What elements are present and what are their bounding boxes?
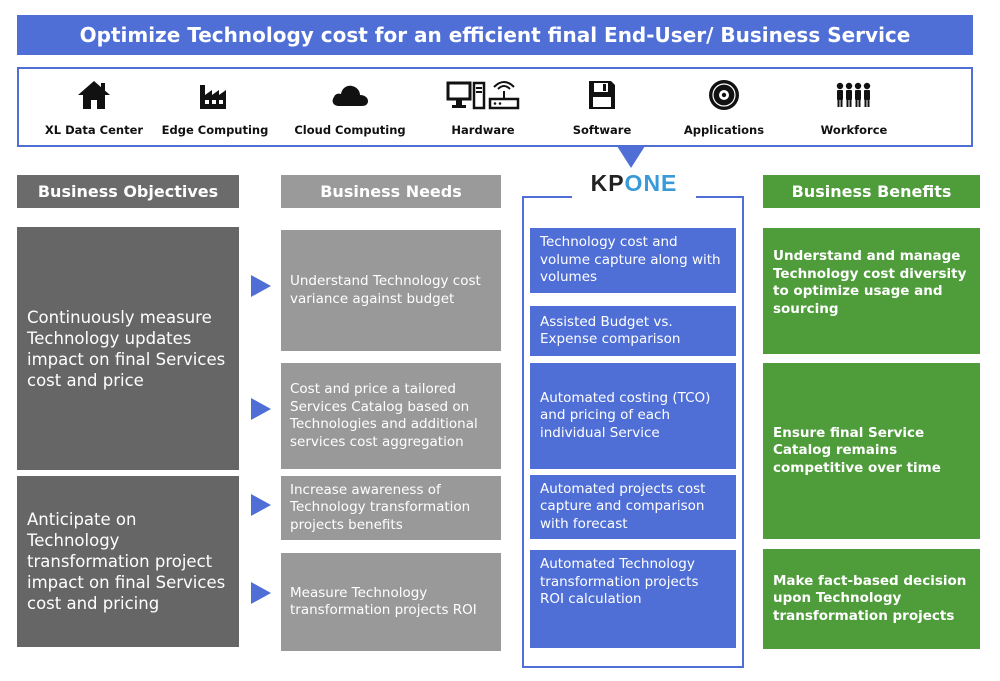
hardware-icon	[446, 77, 520, 113]
tech-item-xl-data-center: XL Data Center	[29, 77, 159, 137]
kpone-feature-box: Technology cost and volume capture along…	[530, 228, 736, 293]
header-label: Business Objectives	[37, 182, 219, 201]
benefit-box: Ensure final Service Catalog remains com…	[763, 363, 980, 539]
house-icon	[76, 77, 112, 113]
arrow-right-icon	[251, 275, 271, 297]
tech-item-applications: Applications	[659, 77, 789, 137]
kpone-feature-text: Assisted Budget vs. Expense comparison	[540, 313, 681, 348]
people-icon	[835, 77, 873, 113]
benefit-text: Make fact-based decision upon Technology…	[773, 572, 967, 624]
objective-text: Anticipate on Technology transformation …	[27, 510, 226, 613]
kpone-feature-text: Automated projects cost capture and comp…	[540, 480, 706, 532]
logo-text-ne: NE	[643, 170, 678, 196]
logo-text-o: O	[624, 170, 644, 196]
kpone-feature-box: Automated projects cost capture and comp…	[530, 475, 736, 539]
need-text: Increase awareness of Technology transfo…	[290, 481, 471, 533]
arrow-right-icon	[251, 582, 271, 604]
tech-label: Cloud Computing	[294, 123, 406, 137]
header-business-benefits: Business Benefits	[763, 175, 980, 208]
tech-item-hardware: Hardware	[418, 77, 548, 137]
tech-label: Edge Computing	[161, 123, 269, 137]
benefit-text: Understand and manage Technology cost di…	[773, 248, 967, 317]
tech-item-workforce: Workforce	[789, 77, 919, 137]
technology-categories-box: XL Data Center Edge Computing Cloud Comp…	[17, 67, 973, 147]
kpone-feature-text: Automated Technology transformation proj…	[540, 556, 699, 607]
need-text: Cost and price a tailored Services Catal…	[290, 381, 478, 450]
arrow-right-icon	[251, 494, 271, 516]
objective-box: Anticipate on Technology transformation …	[17, 476, 239, 647]
kpone-feature-box: Assisted Budget vs. Expense comparison	[530, 306, 736, 356]
benefit-box: Make fact-based decision upon Technology…	[763, 549, 980, 649]
kpone-feature-text: Technology cost and volume capture along…	[540, 234, 721, 286]
need-box: Measure Technology transformation projec…	[281, 553, 501, 651]
page-title: Optimize Technology cost for an efficien…	[79, 23, 911, 47]
benefit-text: Ensure final Service Catalog remains com…	[773, 424, 941, 476]
need-box: Increase awareness of Technology transfo…	[281, 476, 501, 540]
tech-item-cloud-computing: Cloud Computing	[285, 77, 415, 137]
kpone-feature-box: Automated Technology transformation proj…	[530, 550, 736, 648]
tech-item-software: Software	[537, 77, 667, 137]
need-text: Understand Technology cost variance agai…	[290, 273, 481, 307]
kpone-logo: KPONE	[572, 170, 696, 208]
objective-text: Continuously measure Technology updates …	[27, 307, 226, 390]
header-label: Business Benefits	[791, 182, 952, 201]
header-business-objectives: Business Objectives	[17, 175, 239, 208]
kpone-feature-box: Automated costing (TCO) and pricing of e…	[530, 363, 736, 469]
tech-label: Workforce	[820, 123, 888, 137]
down-pointer-icon	[617, 146, 645, 168]
tech-label: Software	[572, 123, 632, 137]
header-business-needs: Business Needs	[281, 175, 501, 208]
objective-box: Continuously measure Technology updates …	[17, 227, 239, 470]
arrow-right-icon	[251, 398, 271, 420]
header-label: Business Needs	[320, 182, 462, 201]
tech-label: Hardware	[451, 123, 515, 137]
need-text: Measure Technology transformation projec…	[290, 584, 477, 619]
disc-icon	[707, 77, 741, 113]
need-box: Understand Technology cost variance agai…	[281, 230, 501, 351]
logo-text-k: KP	[590, 170, 625, 196]
cloud-icon	[330, 77, 370, 113]
floppy-disk-icon	[587, 77, 617, 113]
kpone-feature-text: Automated costing (TCO) and pricing of e…	[540, 389, 711, 441]
need-box: Cost and price a tailored Services Catal…	[281, 363, 501, 469]
factory-icon	[198, 77, 232, 113]
tech-label: XL Data Center	[44, 123, 144, 137]
tech-item-edge-computing: Edge Computing	[150, 77, 280, 137]
benefit-box: Understand and manage Technology cost di…	[763, 228, 980, 354]
tech-label: Applications	[683, 123, 765, 137]
page-title-banner: Optimize Technology cost for an efficien…	[17, 15, 973, 55]
